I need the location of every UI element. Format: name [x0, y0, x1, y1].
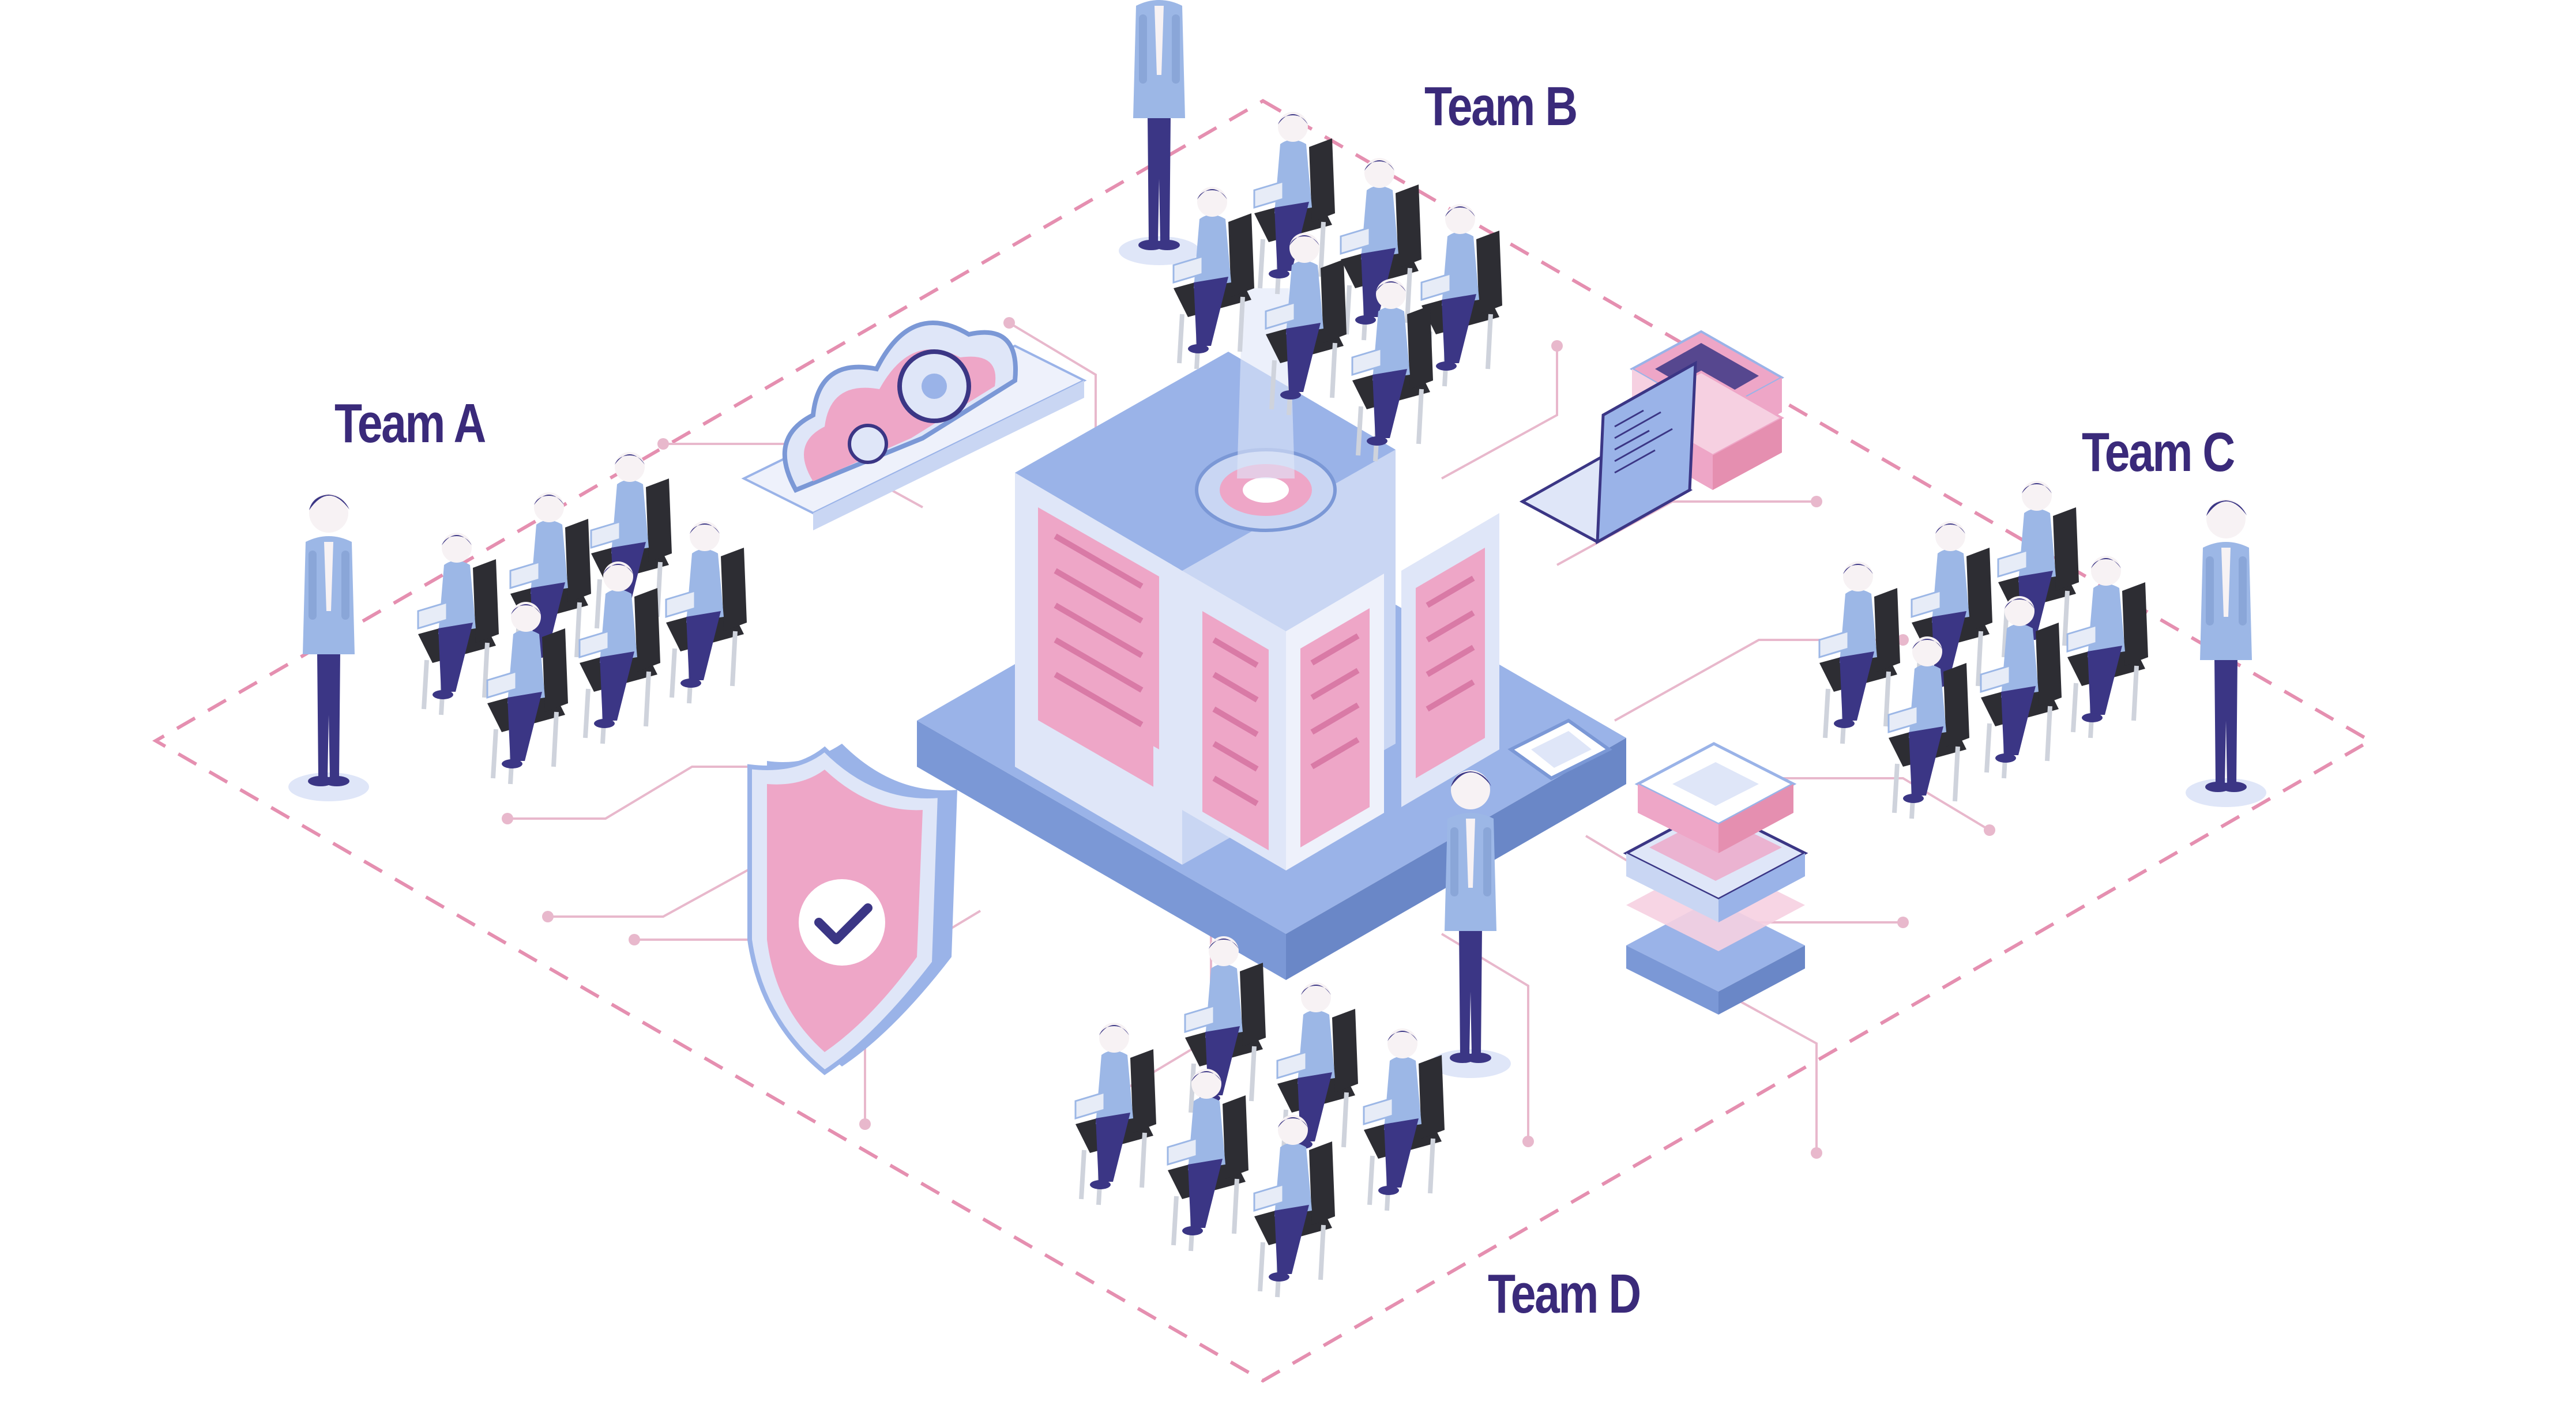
team-c-group [1819, 481, 2266, 819]
circuit-nodes [502, 317, 1995, 1159]
stack-layers-icon [1623, 742, 1808, 1015]
shield-check-icon [747, 744, 957, 1075]
laptop-icon [1519, 360, 1697, 545]
dashed-boundary [152, 99, 2374, 1383]
team-a-group [288, 452, 747, 801]
cloud-gear-icon [741, 321, 1087, 530]
team-b-label: Team B [1424, 76, 1578, 137]
team-a-label: Team A [334, 393, 486, 454]
team-c-label: Team C [2082, 421, 2235, 483]
team-d-label: Team D [1488, 1263, 1641, 1325]
